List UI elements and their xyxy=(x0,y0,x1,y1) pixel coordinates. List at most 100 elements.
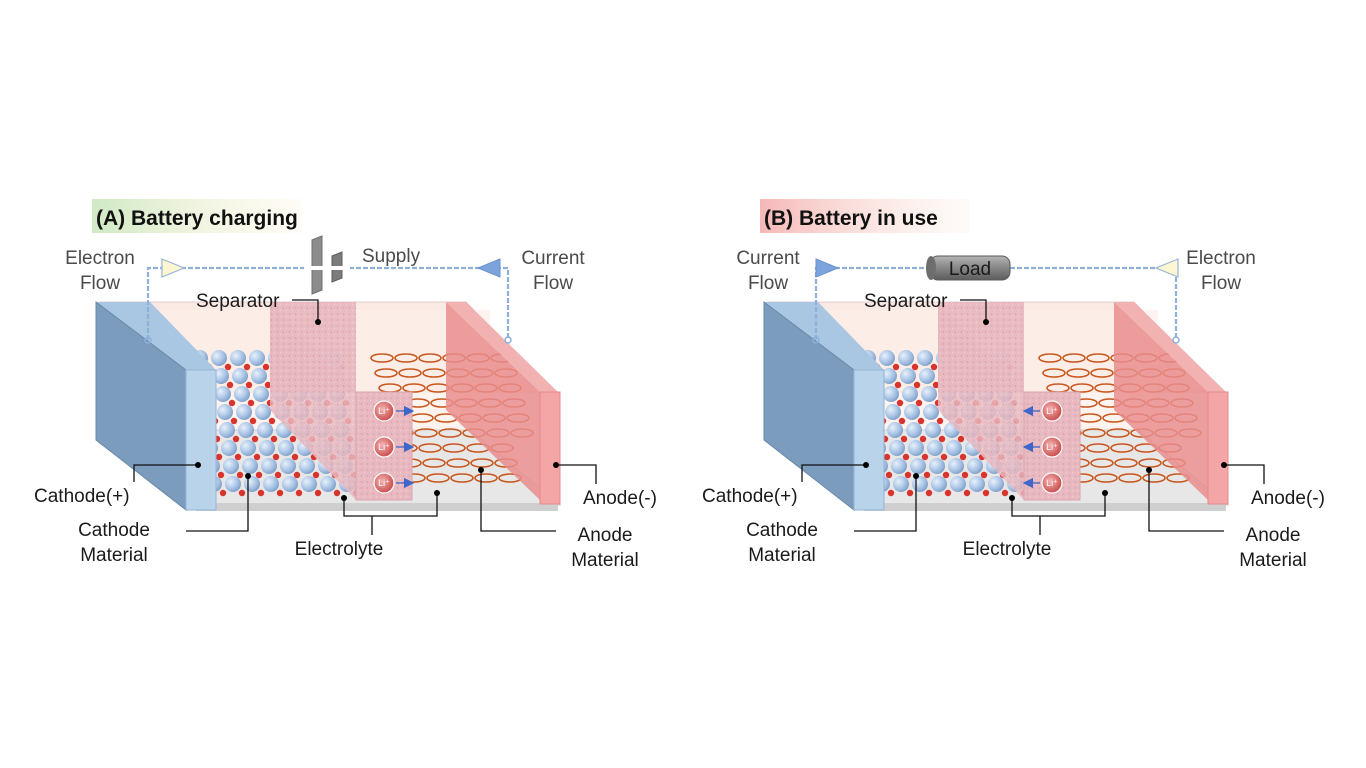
oxygen-atom xyxy=(295,489,303,497)
cathode-leader xyxy=(133,464,198,482)
cathode-sphere xyxy=(885,404,901,420)
oxygen-atom xyxy=(251,435,259,443)
anode-material-leader xyxy=(480,470,556,532)
oxygen-atom xyxy=(883,453,891,461)
oxygen-atom xyxy=(921,453,929,461)
anode-ring xyxy=(470,458,494,468)
title-highlight xyxy=(760,199,970,233)
cathode-sphere xyxy=(879,350,895,366)
leader-dot xyxy=(913,473,919,479)
cathode-sphere xyxy=(221,440,237,456)
oxygen-atom xyxy=(247,399,255,407)
oxygen-atom xyxy=(333,489,341,497)
oxygen-atom xyxy=(913,381,921,389)
leader-dot xyxy=(341,495,347,501)
cathode-sphere xyxy=(251,368,267,384)
cathode-sphere xyxy=(278,440,294,456)
anode-plate xyxy=(446,302,540,500)
leader-dot xyxy=(1102,490,1108,496)
oxygen-atom xyxy=(925,489,933,497)
anode-ring xyxy=(1042,368,1066,378)
oxygen-atom xyxy=(894,381,902,389)
anode-ring xyxy=(446,458,470,468)
li-ion-label: Li⁺ xyxy=(1046,406,1058,416)
oxygen-atom xyxy=(249,417,257,425)
cathode-sphere xyxy=(910,458,926,474)
oxygen-atom xyxy=(1001,489,1009,497)
cathode-sphere xyxy=(900,368,916,384)
oxygen-atom xyxy=(270,435,278,443)
leader-dot xyxy=(195,462,201,468)
container-base xyxy=(196,503,558,511)
cathode-sphere xyxy=(282,476,298,492)
cathode-sphere xyxy=(225,476,241,492)
anode-plate-top xyxy=(1114,302,1226,392)
cathode-sphere xyxy=(217,404,233,420)
wire-gap xyxy=(304,266,350,270)
leader-dot xyxy=(245,473,251,479)
oxygen-atom xyxy=(932,381,940,389)
cathode-sphere xyxy=(917,350,933,366)
oxygen-atom xyxy=(312,471,320,479)
oxygen-atom xyxy=(919,435,927,443)
cathode-sphere xyxy=(219,422,235,438)
oxygen-atom xyxy=(942,471,950,479)
li-ion-label: Li⁺ xyxy=(1046,478,1058,488)
cathode-sphere xyxy=(263,476,279,492)
cathode-sphere xyxy=(883,386,899,402)
li-ion xyxy=(1041,436,1063,458)
cathode-material-leader xyxy=(854,478,917,532)
terminal xyxy=(812,336,820,344)
anode-leader xyxy=(556,464,597,484)
left-flow-label-2: Flow xyxy=(80,273,120,294)
oxygen-atom xyxy=(902,453,910,461)
terminal xyxy=(1172,336,1180,344)
separator-side xyxy=(270,302,356,500)
oxygen-atom xyxy=(896,399,904,407)
right-flow-label-2: Flow xyxy=(1201,273,1241,294)
anode-ring xyxy=(414,428,438,438)
cathode-sphere xyxy=(921,386,937,402)
oxygen-atom xyxy=(268,417,276,425)
cathode-sphere xyxy=(255,404,271,420)
anode-plate-top xyxy=(446,302,558,392)
anode-ring xyxy=(1138,458,1162,468)
anode-label: Anode(-) xyxy=(1251,488,1325,509)
right-flow-label-1: Current xyxy=(521,248,585,269)
oxygen-atom xyxy=(900,435,908,443)
cathode-material-leader xyxy=(186,478,249,532)
current-flow-arrow xyxy=(476,258,501,278)
oxygen-atom xyxy=(892,363,900,371)
cathode-sphere xyxy=(887,422,903,438)
oxygen-atom xyxy=(940,453,948,461)
cathode-sphere xyxy=(242,458,258,474)
cathode-sphere xyxy=(301,476,317,492)
oxygen-atom xyxy=(923,471,931,479)
oxygen-atom xyxy=(961,471,969,479)
anode-plate xyxy=(1114,302,1208,500)
oxygen-atom xyxy=(217,471,225,479)
cathode-leader xyxy=(801,464,866,482)
li-ion xyxy=(373,472,395,494)
right-flow-label-2: Flow xyxy=(533,273,573,294)
cathode-plate-top xyxy=(96,302,216,370)
oxygen-atom xyxy=(215,453,223,461)
anode-ring xyxy=(1114,458,1138,468)
cathode-sphere xyxy=(253,386,269,402)
oxygen-atom xyxy=(253,453,261,461)
load-cap xyxy=(926,256,936,280)
terminal xyxy=(504,336,512,344)
cathode-sphere xyxy=(929,458,945,474)
cathode-plate-face xyxy=(853,369,885,511)
oxygen-atom xyxy=(887,489,895,497)
cathode-sphere xyxy=(950,476,966,492)
anode-ring xyxy=(1094,473,1118,483)
leader-dot xyxy=(478,467,484,473)
oxygen-atom xyxy=(255,471,263,479)
panel-charging: (A) Battery chargingLi⁺Li⁺Li⁺SupplyElect… xyxy=(34,199,657,571)
cathode-sphere xyxy=(249,350,265,366)
anode-ring xyxy=(1142,473,1166,483)
oxygen-atom xyxy=(226,381,234,389)
anode-ring xyxy=(1062,353,1086,363)
